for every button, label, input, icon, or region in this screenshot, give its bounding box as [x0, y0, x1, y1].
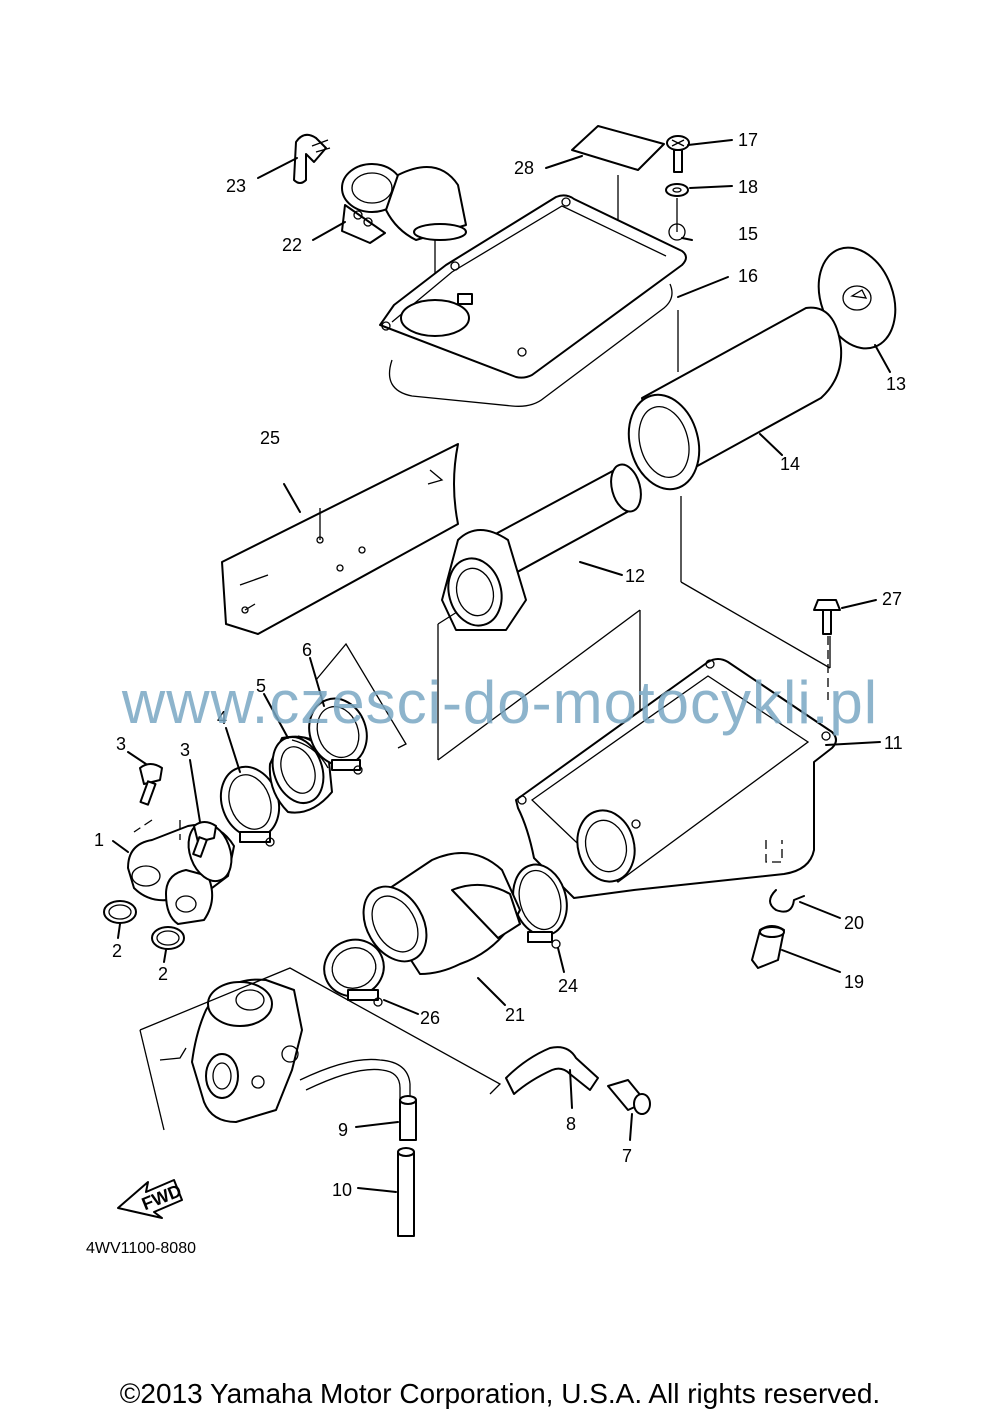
callout-2-right: 2 — [158, 964, 168, 984]
callout-14: 14 — [780, 454, 800, 474]
callout-16: 16 — [738, 266, 758, 286]
part-23-breather-fitting — [257, 133, 331, 184]
callout-21: 21 — [505, 1005, 525, 1025]
part-11-filter-case — [515, 658, 881, 899]
part-26-clamp — [323, 938, 419, 1015]
part-5-joint — [263, 693, 335, 814]
part-22-airbox-joint — [312, 163, 467, 300]
callout-3-right: 3 — [180, 740, 190, 760]
part-2-o-ring — [103, 900, 185, 963]
callout-15: 15 — [738, 224, 758, 244]
callout-1: 1 — [94, 830, 104, 850]
carburetor-reference — [139, 967, 502, 1131]
callout-10: 10 — [332, 1180, 352, 1200]
callout-27: 27 — [882, 589, 902, 609]
part-10-hose — [357, 1147, 415, 1237]
callout-11: 11 — [884, 733, 903, 753]
part-28-label — [545, 125, 665, 228]
part-27-bolt — [813, 599, 877, 700]
part-15-case-cap — [379, 194, 693, 379]
callout-19: 19 — [844, 972, 864, 992]
part-21-intake-joint — [362, 852, 521, 1006]
part-20-clip — [769, 889, 841, 919]
callout-23: 23 — [226, 176, 246, 196]
part-9-fitting — [299, 1058, 417, 1141]
callout-2-left: 2 — [112, 941, 122, 961]
part-14-filter-element — [627, 306, 843, 669]
part-4-clamp — [219, 727, 281, 847]
callout-3-left: 3 — [116, 734, 126, 754]
diagram-code: 4WV1100-8080 — [86, 1240, 196, 1257]
callout-8: 8 — [566, 1114, 576, 1134]
part-12-inlet-duct — [437, 463, 642, 832]
fwd-arrow: FWD — [117, 1179, 184, 1219]
part-18-washer — [665, 183, 733, 232]
part-8-hose — [505, 1046, 599, 1109]
callout-25: 25 — [260, 428, 280, 448]
callout-9: 9 — [338, 1120, 348, 1140]
callout-13: 13 — [886, 374, 906, 394]
callout-24: 24 — [558, 976, 578, 996]
callout-28: 28 — [514, 158, 534, 178]
callout-20: 20 — [844, 913, 864, 933]
part-17-screw — [666, 135, 733, 173]
part-25-heat-shield — [221, 443, 459, 635]
part-16-gasket — [388, 276, 729, 407]
callout-6: 6 — [302, 640, 312, 660]
part-3-bolt — [127, 751, 217, 858]
copyright-notice: ©2013 Yamaha Motor Corporation, U.S.A. A… — [119, 1378, 881, 1409]
callout-18: 18 — [738, 177, 758, 197]
part-6-clamp — [308, 642, 407, 775]
callout-26: 26 — [420, 1008, 440, 1028]
part-7-plug — [607, 1079, 651, 1141]
callout-7: 7 — [622, 1146, 632, 1166]
callout-17: 17 — [738, 130, 758, 150]
callout-4: 4 — [217, 708, 227, 728]
callout-5: 5 — [256, 676, 266, 696]
callout-22: 22 — [282, 235, 302, 255]
callout-labels: 1 2 2 3 3 4 5 6 7 8 9 10 11 12 13 14 15 … — [94, 130, 906, 1200]
part-19-drain-plug — [751, 925, 841, 973]
callout-12: 12 — [625, 566, 645, 586]
